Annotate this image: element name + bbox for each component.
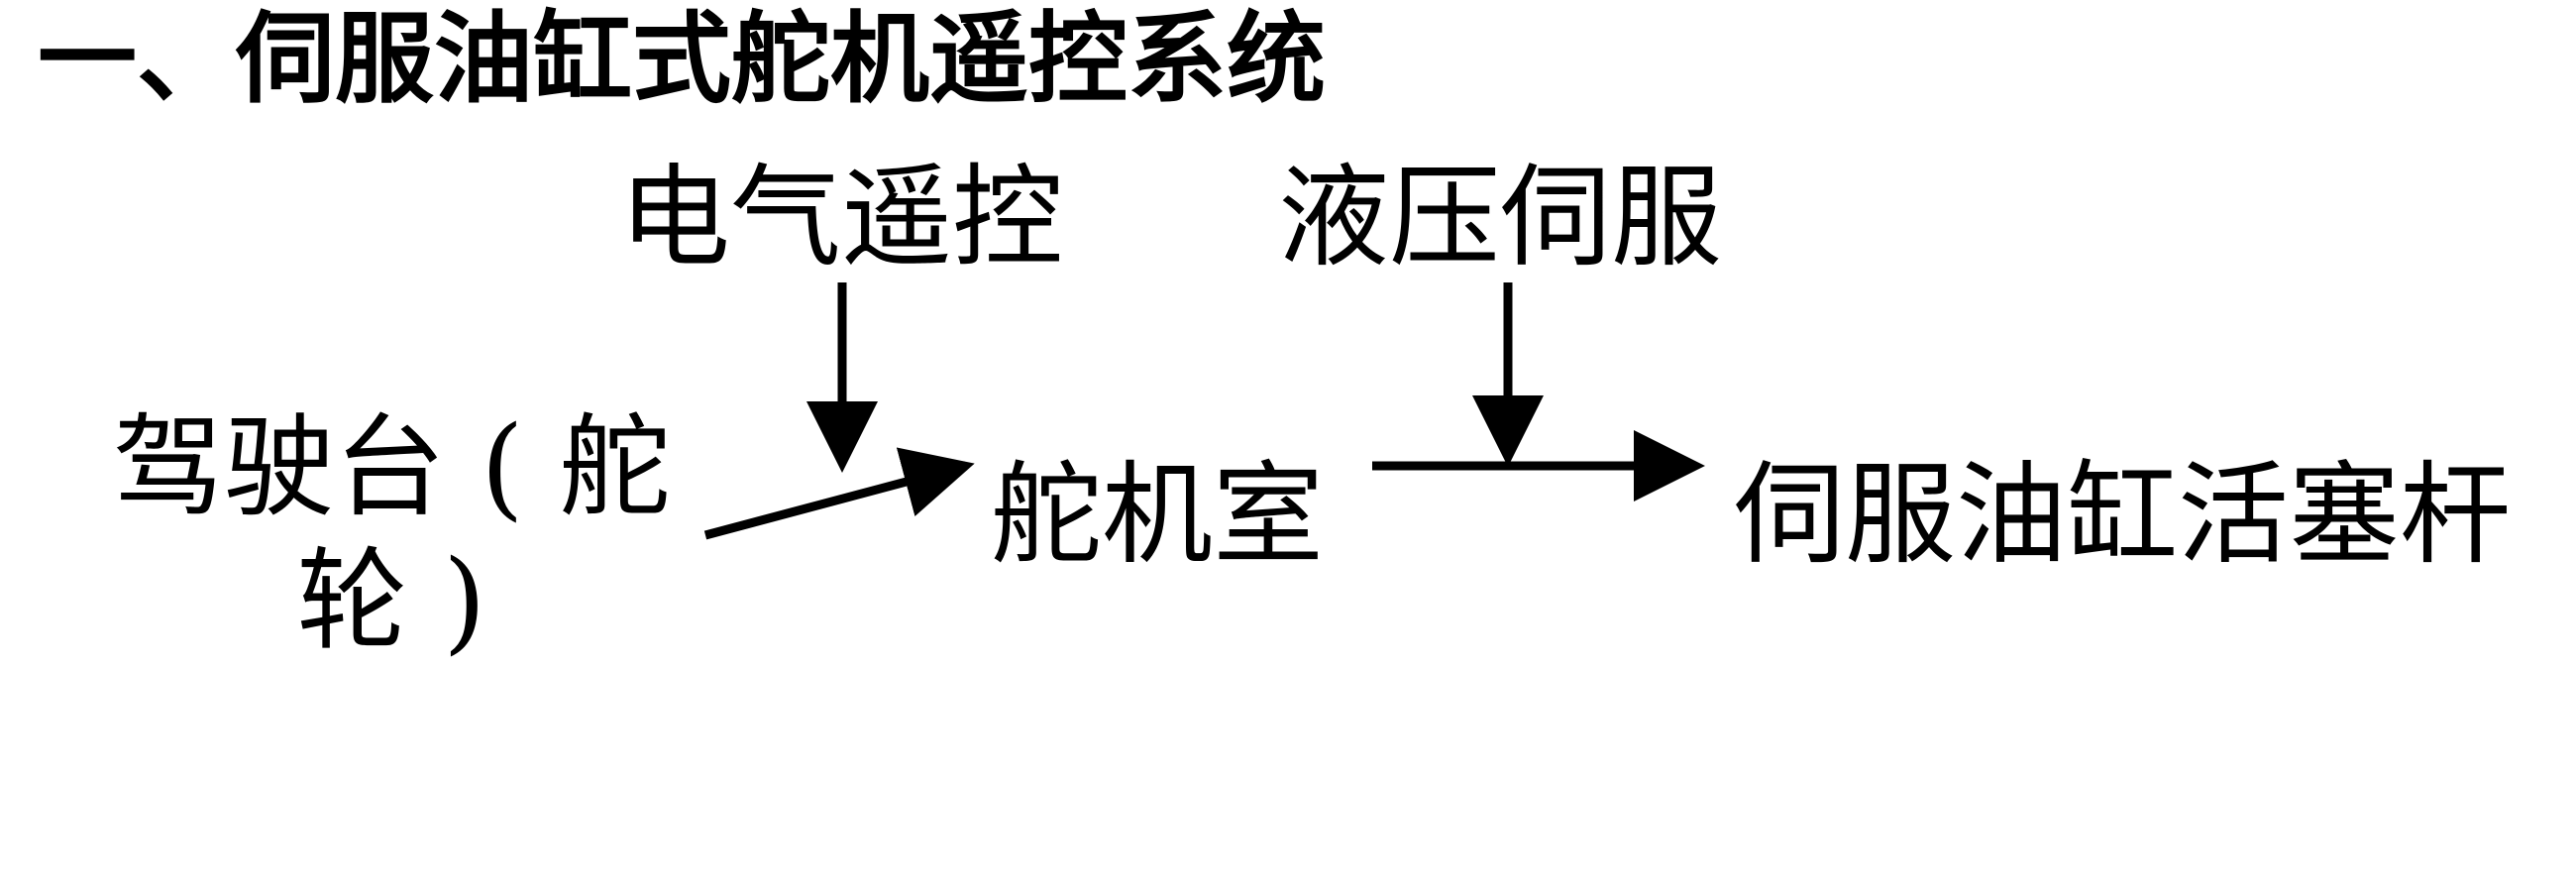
node-bridge-line2: 轮 ) [296,537,486,666]
arrow-bridge-to-steering-room [703,447,975,540]
node-bridge-line1: 驾驶台 ( 舵 [112,403,671,532]
node-electric-remote-control: 电气遥控 [619,154,1063,282]
node-servo-cylinder-piston-rod: 伺服油缸活塞杆 [1734,451,2511,580]
node-bridge-helm: 驾驶台 ( 舵 轮 ) [104,401,679,669]
node-steering-gear-room: 舵机室 [991,451,1324,580]
slide-title: 一、伺服油缸式舵机遥控系统 [38,1,1326,117]
node-hydraulic-servo: 液压伺服 [1278,154,1722,282]
